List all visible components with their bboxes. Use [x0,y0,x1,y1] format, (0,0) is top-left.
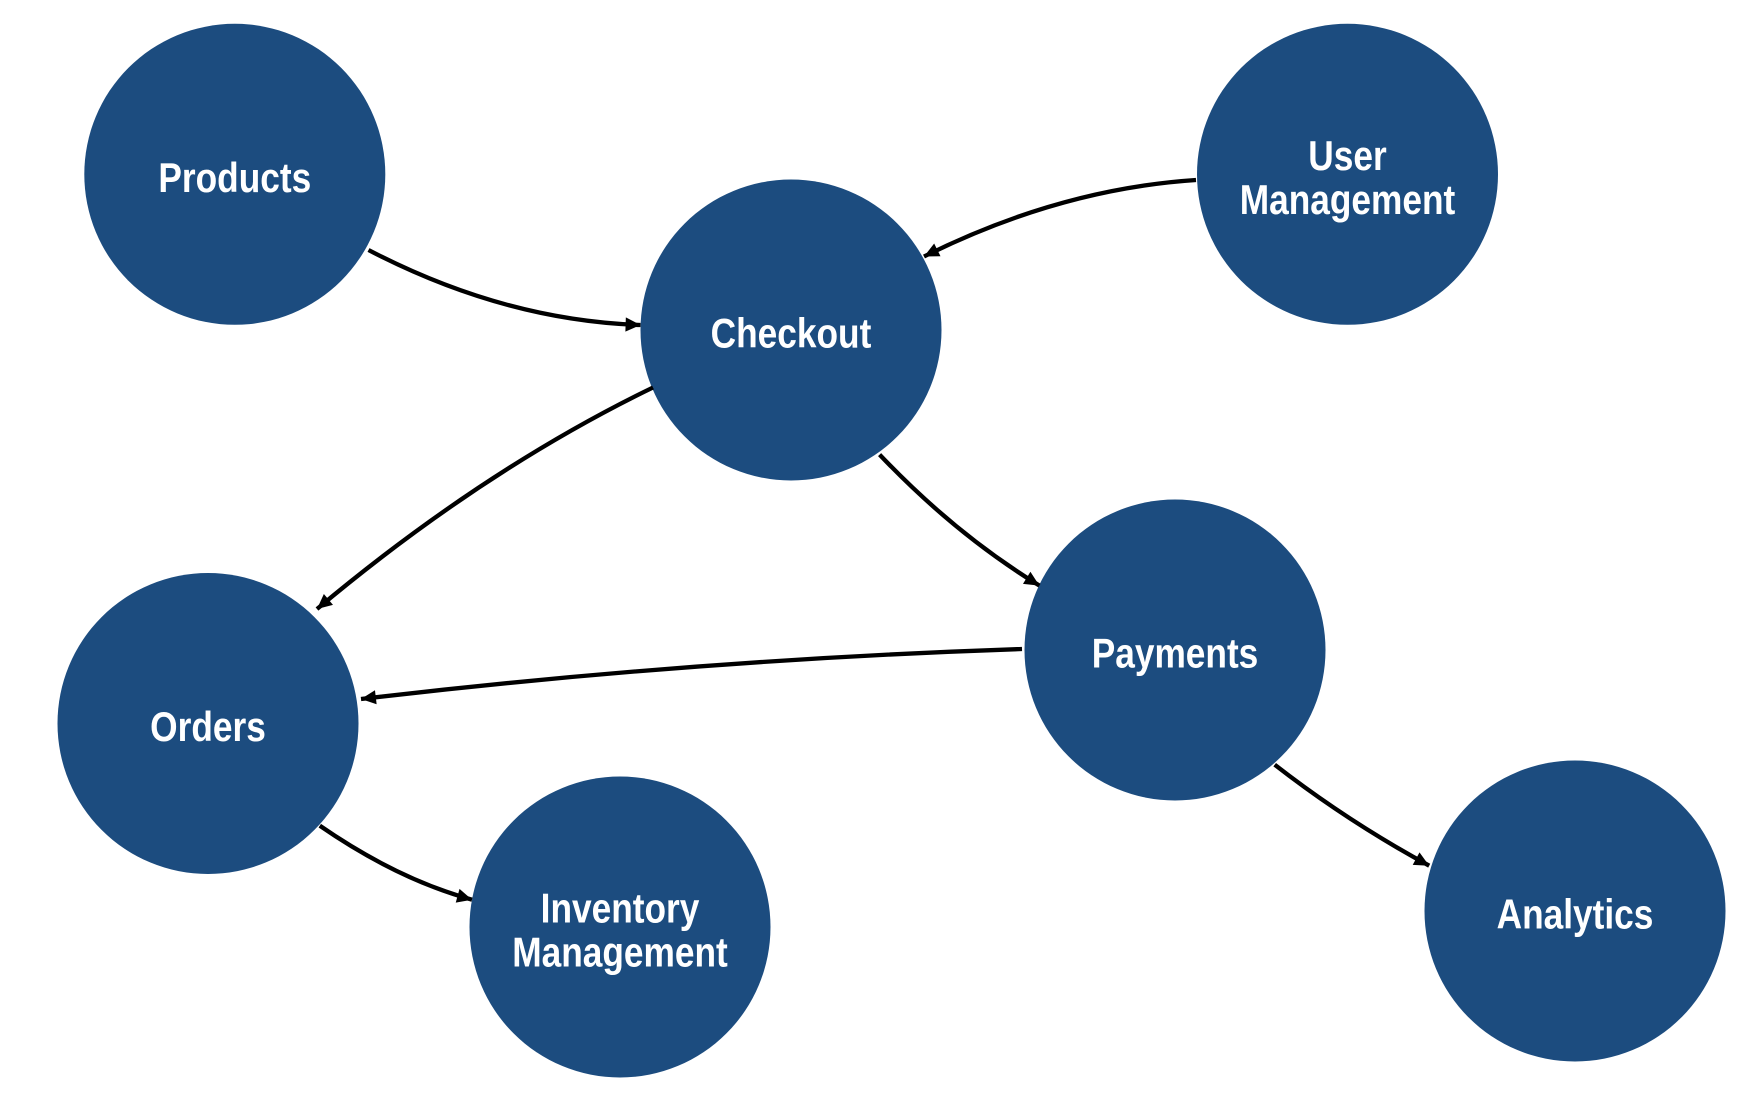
svg-text:Checkout: Checkout [711,311,872,358]
svg-text:Management: Management [1240,177,1456,224]
svg-text:Management: Management [512,930,728,977]
svg-text:Payments: Payments [1092,631,1259,678]
svg-text:Analytics: Analytics [1497,892,1654,939]
svg-text:Orders: Orders [150,704,266,751]
svg-text:User: User [1308,133,1386,180]
svg-text:Inventory: Inventory [541,886,700,933]
svg-text:Products: Products [158,155,311,202]
